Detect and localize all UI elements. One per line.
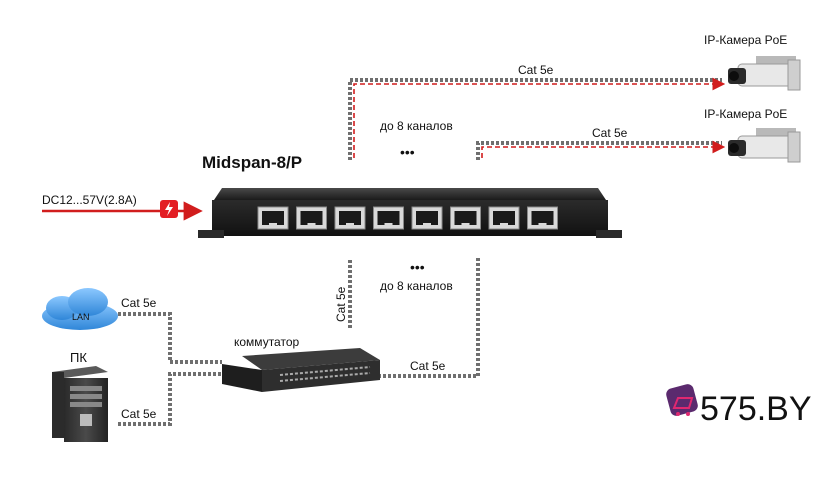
pc-cable-label: Cat 5e — [121, 407, 157, 421]
camera-icon — [728, 128, 801, 163]
rj45-port — [488, 206, 520, 230]
switch-label: коммутатор — [234, 335, 300, 349]
power-label: DC12...57V(2.8A) — [42, 193, 137, 207]
midspan-device — [198, 188, 622, 238]
lightning-icon — [160, 200, 178, 218]
rj45-port — [450, 206, 481, 230]
rj45-port — [296, 206, 327, 230]
lan-label: LAN — [72, 312, 90, 322]
rj45-port — [257, 206, 289, 230]
lan-cable-label: Cat 5e — [121, 296, 157, 310]
lan-cable — [118, 312, 222, 364]
channels-bottom-label: до 8 каналов — [380, 279, 453, 293]
channels-bottom-dots: ••• — [410, 259, 425, 275]
camera1-cable — [348, 77, 726, 160]
rj45-port — [373, 206, 404, 230]
switch-vertical-cable-label: Cat 5e — [334, 286, 348, 322]
rj45-ports — [257, 206, 558, 230]
pc-label: ПК — [70, 350, 87, 365]
pc-cable — [118, 372, 222, 426]
brand-logo: 575.BY — [700, 390, 812, 428]
pc-tower-icon — [52, 366, 108, 442]
channels-top-dots: ••• — [400, 144, 415, 160]
device-title: Midspan-8/P — [202, 153, 302, 172]
cloud-icon — [42, 288, 118, 330]
rj45-port — [334, 206, 366, 230]
camera1-label: IP-Камера PoE — [704, 33, 787, 47]
camera2-cable — [476, 140, 726, 160]
rj45-port — [411, 206, 443, 230]
switch-horizontal-cable-label: Cat 5e — [410, 359, 446, 373]
switch-horizontal-cable — [380, 258, 480, 378]
camera2-label: IP-Камера PoE — [704, 107, 787, 121]
camera-icon — [728, 56, 801, 91]
rj45-port — [527, 206, 558, 230]
channels-top-label: до 8 каналов — [380, 119, 453, 133]
network-switch — [222, 348, 380, 392]
cart-icon — [666, 384, 698, 416]
camera2-cable-label: Cat 5e — [592, 126, 628, 140]
camera1-cable-label: Cat 5e — [518, 63, 554, 77]
